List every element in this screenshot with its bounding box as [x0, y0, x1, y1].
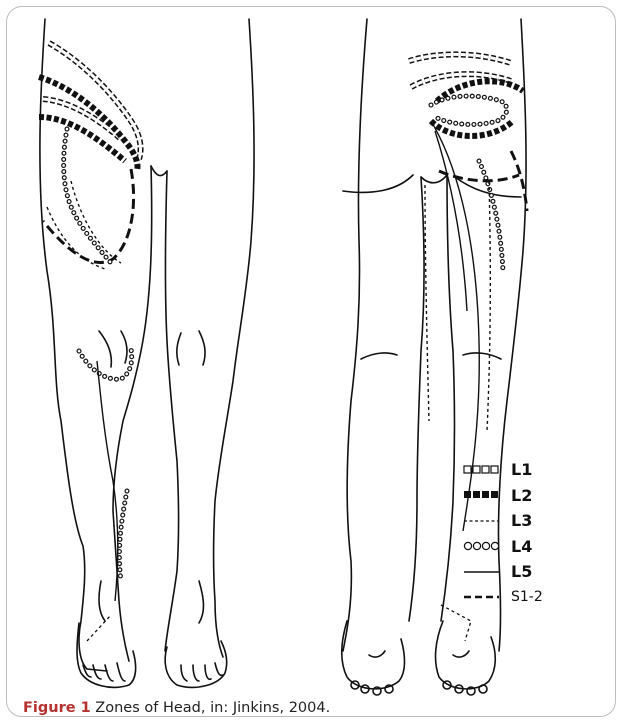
- legend-label-l4: L4: [511, 537, 532, 556]
- legend: L1 L2 L3 L4: [463, 457, 613, 610]
- legend-item-l2: L2: [463, 483, 613, 509]
- dashed-line-swatch: [463, 591, 501, 603]
- legend-item-l5: L5: [463, 559, 613, 585]
- legend-label-l1: L1: [511, 460, 532, 479]
- legend-label-l3: L3: [511, 511, 532, 530]
- legend-item-l3: L3: [463, 508, 613, 534]
- solid-line-swatch: [463, 566, 501, 578]
- front-s12-band: [43, 169, 134, 263]
- dotted-line-swatch: [463, 515, 501, 527]
- legend-label-l2: L2: [511, 486, 532, 505]
- figure-caption: Figure 1 Zones of Head, in: Jinkins, 200…: [23, 700, 330, 716]
- figure-frame: L1 L2 L3 L4: [6, 6, 616, 717]
- front-left-leg-outline: [214, 19, 255, 657]
- legend-item-l4: L4: [463, 534, 613, 560]
- front-l4-band: [64, 129, 111, 263]
- back-s12-band: [511, 151, 527, 211]
- figure-label: Figure 1: [23, 700, 91, 716]
- legend-label-l5: L5: [511, 562, 532, 581]
- back-l3-line: [425, 185, 429, 421]
- front-view-legs: [40, 19, 254, 687]
- back-left-leg-outline: [343, 19, 367, 651]
- legend-item-s12: S1-2: [463, 585, 613, 611]
- legend-label-s12: S1-2: [511, 589, 543, 605]
- caption-text: Zones of Head, in: Jinkins, 2004.: [91, 700, 331, 716]
- open-circles-swatch: [463, 540, 501, 552]
- open-squares-swatch: [463, 464, 501, 476]
- legend-item-l1: L1: [463, 457, 613, 483]
- filled-squares-swatch: [463, 489, 501, 501]
